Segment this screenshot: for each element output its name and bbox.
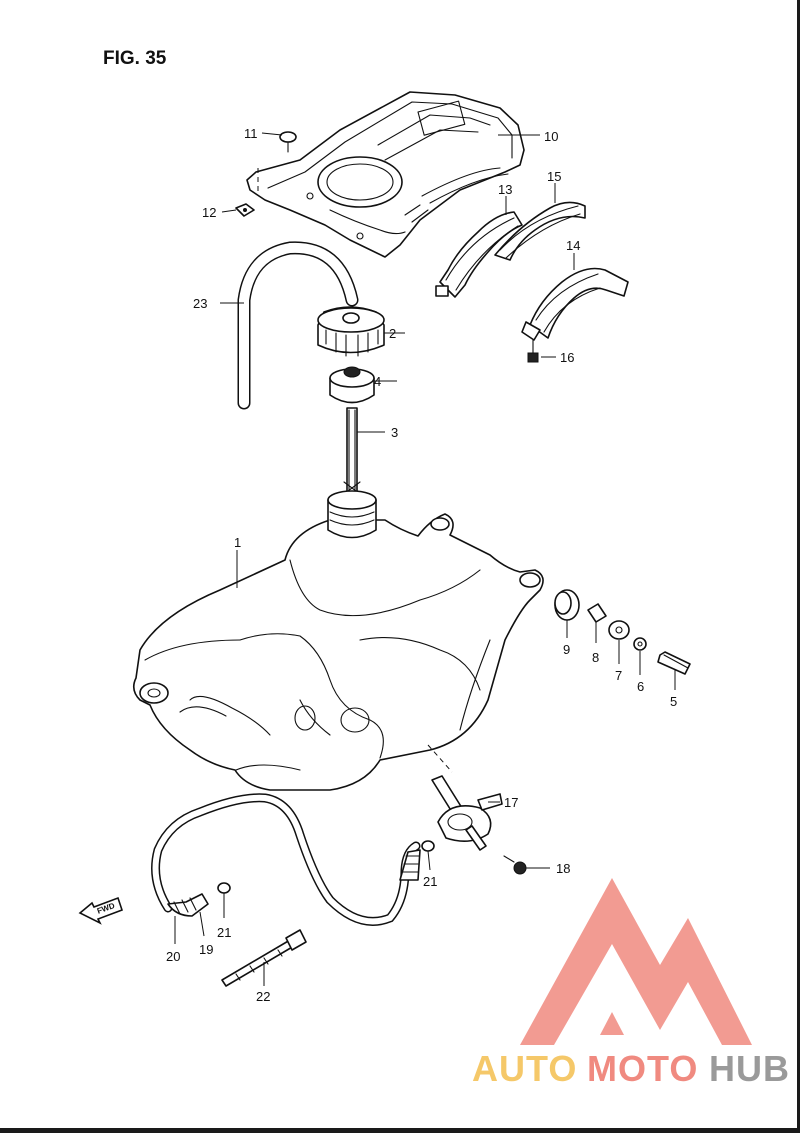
callout-17: 17 (504, 795, 518, 810)
callout-13: 13 (498, 182, 512, 197)
callout-3: 3 (391, 425, 398, 440)
callout-2: 2 (389, 326, 396, 341)
callout-labels: 1 2 3 4 5 6 7 8 9 10 11 12 13 14 15 16 1… (166, 126, 677, 1004)
callout-9: 9 (563, 642, 570, 657)
callout-7: 7 (615, 668, 622, 683)
tank-cover (246, 91, 525, 258)
mount-collar (587, 603, 607, 623)
hose-end-corrugated (399, 849, 421, 881)
strap-bolt (527, 339, 539, 363)
callout-6: 6 (637, 679, 644, 694)
tank-strap-13 (435, 211, 523, 298)
callout-18: 18 (556, 861, 570, 876)
clip-nut (235, 203, 255, 217)
washer-large (608, 620, 630, 640)
hose-clip-valve (421, 840, 435, 852)
scan-border-right (797, 0, 800, 1133)
scan-border-bottom (0, 1128, 800, 1133)
fuel-cap (317, 306, 385, 357)
fuel-strainer (343, 407, 361, 501)
watermark-moto: MOTO (587, 1048, 698, 1089)
filler-strainer-body (329, 366, 375, 404)
forward-direction-arrow: FWD (78, 896, 124, 925)
hose-joint (167, 893, 209, 917)
mount-cushion (554, 589, 580, 621)
callout-5: 5 (670, 694, 677, 709)
watermark-logo (520, 878, 752, 1045)
callout-12: 12 (202, 205, 216, 220)
callout-21-valve: 21 (423, 874, 437, 889)
callout-19: 19 (199, 942, 213, 957)
watermark-wordmark: AUTO MOTO HUB (472, 1048, 790, 1089)
tank-strap-15 (494, 201, 586, 261)
figure-title: FIG. 35 (103, 48, 167, 69)
hose-clip-lower (217, 882, 231, 894)
callout-1: 1 (234, 535, 241, 550)
callout-15: 15 (547, 169, 561, 184)
tie-band (221, 929, 307, 987)
callout-10: 10 (544, 129, 558, 144)
washer-small (633, 637, 647, 651)
watermark-auto: AUTO (472, 1048, 577, 1089)
callout-11: 11 (244, 126, 258, 141)
callout-22: 22 (256, 989, 270, 1004)
mount-bolt (657, 651, 691, 675)
callout-8: 8 (592, 650, 599, 665)
callout-4: 4 (374, 374, 381, 389)
valve-screw (503, 855, 527, 875)
callout-23: 23 (193, 296, 207, 311)
fuel-valve (431, 775, 503, 851)
callout-16: 16 (560, 350, 574, 365)
callout-21-lower: 21 (217, 925, 231, 940)
tank-strap-14 (521, 267, 629, 341)
watermark-hub: HUB (709, 1048, 790, 1089)
callout-20: 20 (166, 949, 180, 964)
leader-lines (174, 132, 676, 986)
cover-screw (279, 131, 297, 153)
watermark-triangle-mark (520, 878, 752, 1045)
callout-14: 14 (566, 238, 580, 253)
fuel-tank (132, 490, 544, 791)
